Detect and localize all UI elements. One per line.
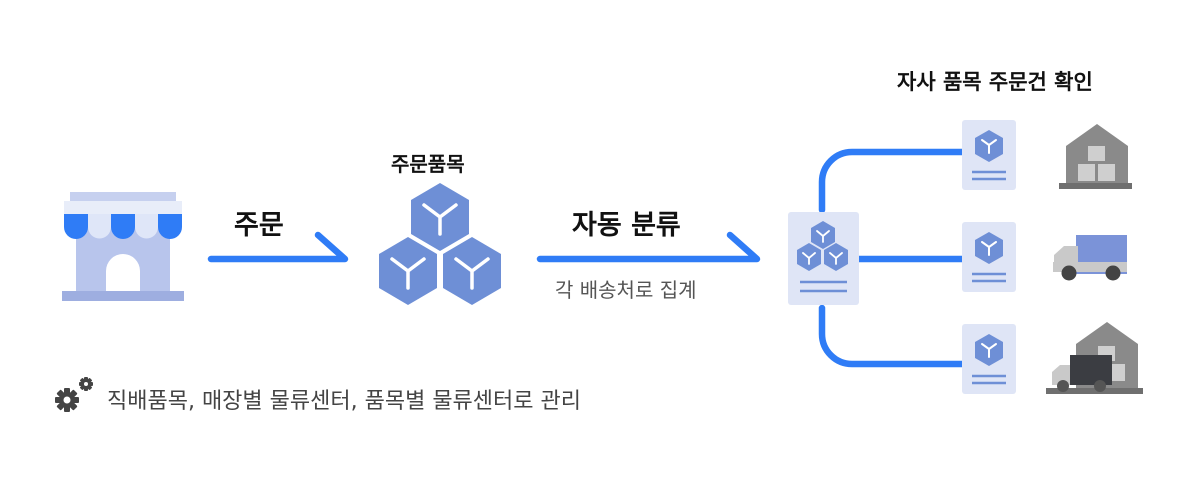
branch-connector — [818, 148, 966, 368]
auto-sort-sublabel: 각 배송처로 집계 — [555, 278, 697, 302]
document-icon — [960, 220, 1018, 294]
cube-cluster-icon — [377, 181, 503, 307]
document-icon — [960, 118, 1018, 192]
sort-arrow — [536, 231, 761, 263]
document-icon — [960, 322, 1018, 396]
sorting-document-icon — [788, 212, 859, 305]
warehouse-icon — [1059, 124, 1132, 189]
order-items-title: 주문품목 — [391, 152, 465, 176]
order-label: 주문 — [234, 210, 284, 241]
auto-sort-label: 자동 분류 — [572, 210, 681, 241]
confirm-orders-title: 자사 품목 주문건 확인 — [897, 70, 1093, 94]
store-icon — [62, 192, 184, 301]
warehouse-truck-icon — [1046, 322, 1143, 394]
management-note: 직배품목, 매장별 물류센터, 품목별 물류센터로 관리 — [107, 389, 581, 414]
gears-icon — [55, 377, 93, 412]
order-arrow — [207, 231, 349, 263]
truck-icon — [1053, 235, 1127, 281]
